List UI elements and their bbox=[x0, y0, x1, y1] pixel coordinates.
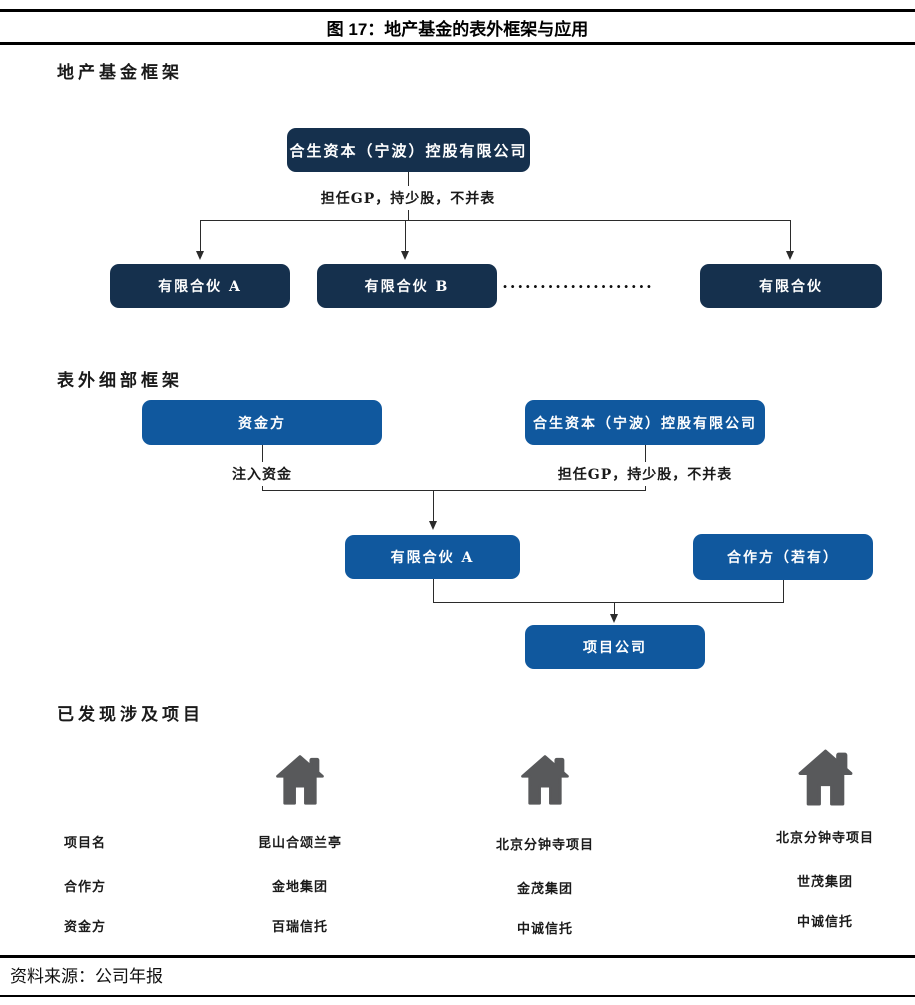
table-cell-funder: 百瑞信托 bbox=[271, 920, 328, 935]
section-detail-framework-label: 表外细部框架 bbox=[57, 371, 183, 391]
down-arrow-icon bbox=[429, 521, 437, 530]
node-lp-n: 有限合伙 bbox=[700, 264, 882, 308]
section-projects-label: 已发现涉及项目 bbox=[57, 705, 204, 725]
node-partner: 合作方（若有） bbox=[693, 534, 873, 580]
node-funder: 资金方 bbox=[142, 400, 382, 445]
down-arrow-stem bbox=[405, 220, 406, 252]
down-arrow-stem bbox=[614, 602, 615, 615]
connector-horizontal-s1 bbox=[200, 220, 791, 221]
down-arrow-stem bbox=[790, 220, 791, 252]
table-row-label: 合作方 bbox=[64, 880, 107, 895]
table-cell-project-name: 昆山合颂兰亭 bbox=[257, 836, 342, 851]
table-cell-project-name: 北京分钟寺项目 bbox=[775, 831, 874, 846]
connector-horizontal-s2a bbox=[262, 490, 646, 491]
figure-title: 图 17：地产基金的表外框架与应用 bbox=[326, 20, 589, 39]
top-rule bbox=[0, 9, 915, 12]
house-icon bbox=[521, 755, 569, 805]
table-cell-partner: 金茂集团 bbox=[516, 882, 573, 897]
node-lp-b: 有限合伙 B bbox=[317, 264, 497, 308]
source-text: 资料来源：公司年报 bbox=[10, 967, 163, 986]
down-arrow-icon bbox=[196, 251, 204, 260]
bottom-rule bbox=[0, 995, 915, 997]
node-parent-company: 合生资本（宁波）控股有限公司 bbox=[287, 128, 530, 172]
down-arrow-stem bbox=[433, 490, 434, 523]
table-row-label: 项目名 bbox=[64, 836, 107, 851]
house-icon bbox=[798, 749, 853, 806]
ellipsis-dots: ···················· bbox=[502, 277, 654, 296]
source-rule bbox=[0, 955, 915, 958]
table-row-label: 资金方 bbox=[64, 920, 107, 935]
connector-horizontal-s2b bbox=[433, 602, 784, 603]
edge-gp-role-label-2: 担任GP，持少股，不并表 bbox=[517, 462, 773, 486]
node-project-company: 项目公司 bbox=[525, 625, 705, 669]
down-arrow-icon bbox=[786, 251, 794, 260]
table-cell-funder: 中诚信托 bbox=[796, 915, 853, 930]
house-icon bbox=[276, 755, 324, 805]
section-fund-framework-label: 地产基金框架 bbox=[57, 63, 183, 83]
table-cell-partner: 金地集团 bbox=[271, 880, 328, 895]
connector-partner-vertical bbox=[783, 580, 784, 603]
down-arrow-icon bbox=[401, 251, 409, 260]
table-cell-funder: 中诚信托 bbox=[516, 922, 573, 937]
connector-partnership-vertical bbox=[433, 579, 434, 603]
edge-inject-capital-label: 注入资金 bbox=[182, 462, 342, 486]
node-partnership-a: 有限合伙 A bbox=[345, 535, 520, 579]
table-cell-partner: 世茂集团 bbox=[796, 875, 853, 890]
edge-gp-role-label: 担任GP，持少股，不并表 bbox=[280, 186, 536, 210]
node-gp-company: 合生资本（宁波）控股有限公司 bbox=[525, 400, 765, 445]
title-underline-rule bbox=[0, 42, 915, 45]
down-arrow-icon bbox=[610, 614, 618, 623]
down-arrow-stem bbox=[200, 220, 201, 252]
node-lp-a: 有限合伙 A bbox=[110, 264, 290, 308]
table-cell-project-name: 北京分钟寺项目 bbox=[495, 838, 594, 853]
